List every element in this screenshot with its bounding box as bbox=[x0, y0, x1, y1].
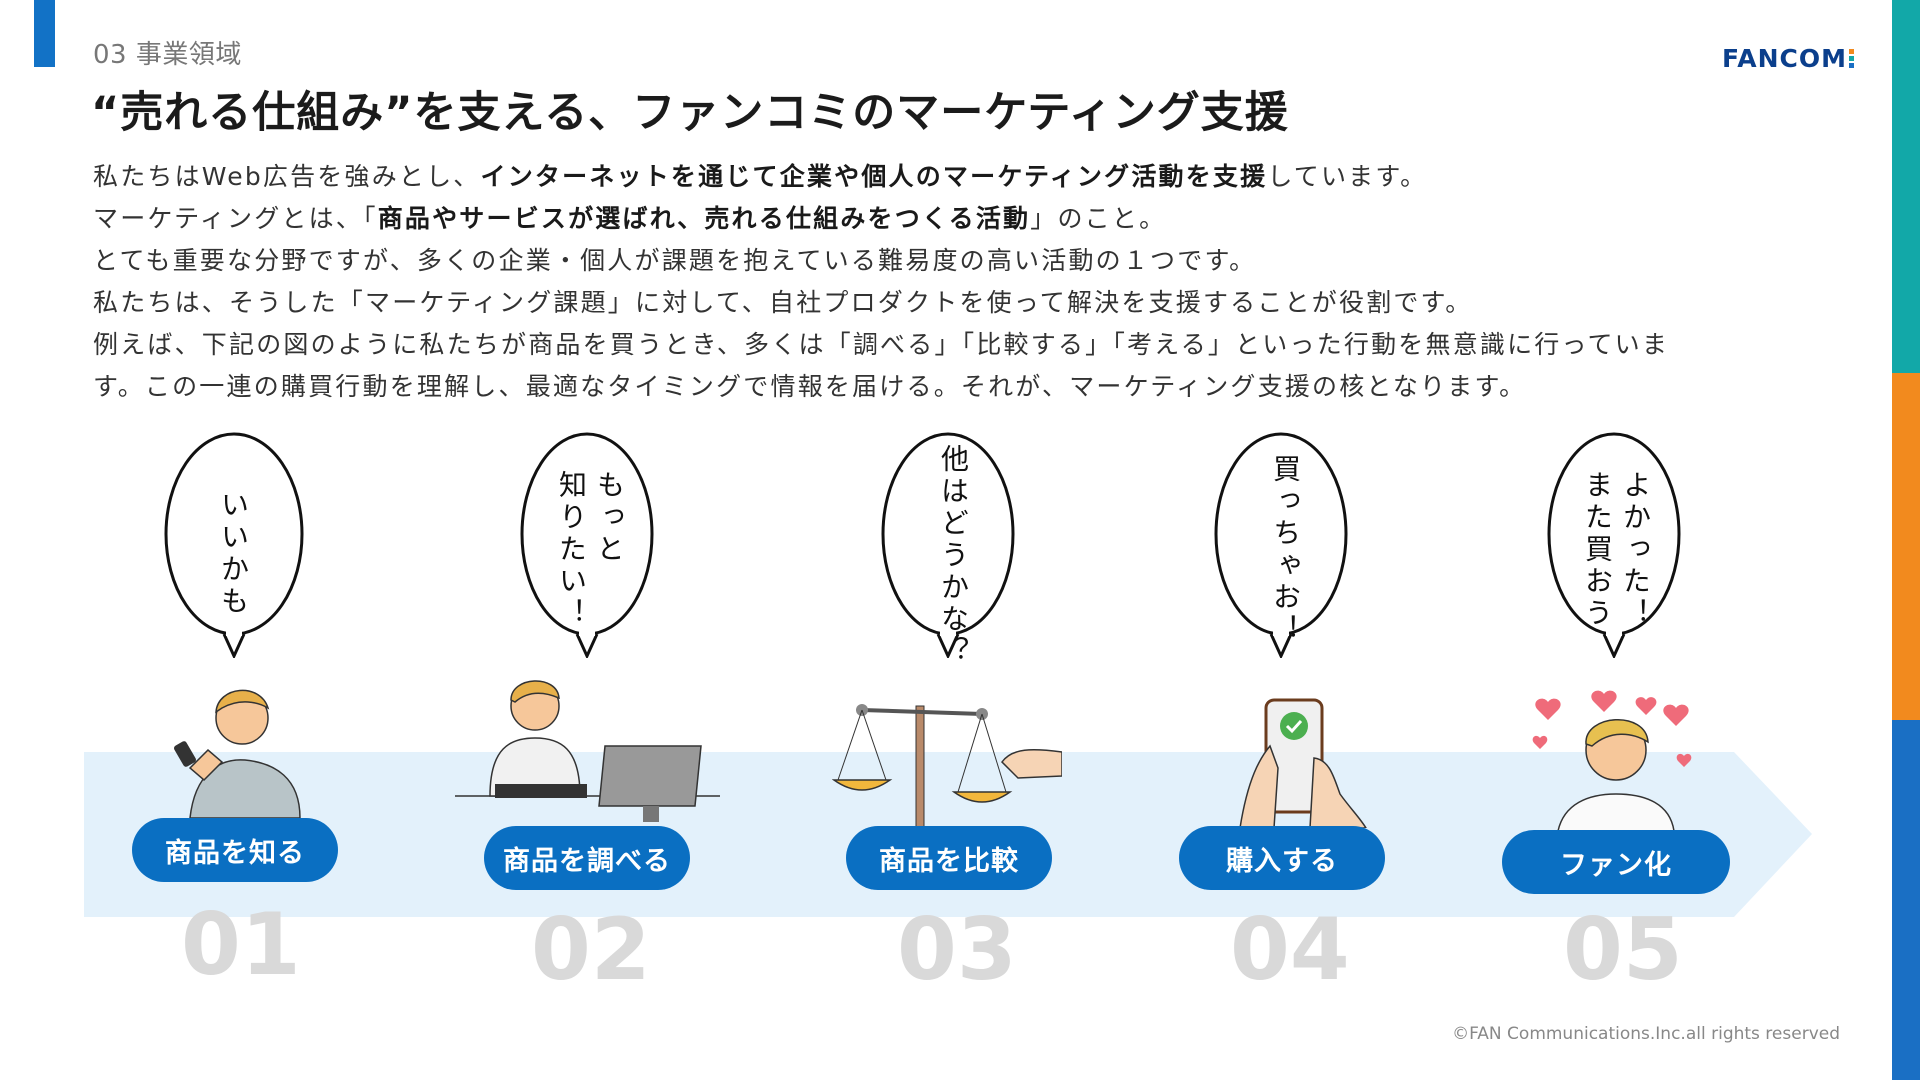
intro-line-1c: しています。 bbox=[1267, 162, 1428, 191]
step-number: 04 bbox=[1230, 900, 1350, 1000]
intro-line-1a: 私たちはWeb広告を強みとし、 bbox=[93, 162, 481, 191]
intro-text: 私たちはWeb広告を強みとし、インターネットを通じて企業や個人のマーケティング活… bbox=[93, 156, 1833, 408]
copyright: ©FAN Communications.Inc.all rights reser… bbox=[1452, 1024, 1840, 1044]
step-number: 03 bbox=[897, 900, 1017, 1000]
speech-bubble-text: 買っちゃお！ bbox=[1269, 454, 1302, 646]
intro-line-2-bold: 商品やサービスが選ばれ、売れる仕組みをつくる活動 bbox=[377, 204, 1031, 233]
step-label-badge: 商品を比較 bbox=[846, 826, 1052, 890]
person-computer-icon bbox=[455, 680, 720, 822]
step-number: 01 bbox=[181, 895, 301, 995]
speech-bubble-text: 他はどうかな？ bbox=[937, 444, 970, 668]
company-logo: FANCOM bbox=[1722, 44, 1854, 73]
speech-bubble-text: もっと 知りたい！ bbox=[555, 470, 626, 630]
intro-line-2c: 」のこと。 bbox=[1030, 204, 1167, 233]
person-phone-icon bbox=[174, 689, 301, 818]
side-stripe-teal bbox=[1892, 0, 1920, 373]
step-number: 02 bbox=[531, 900, 651, 1000]
logo-dots-icon bbox=[1849, 49, 1854, 68]
logo-text: FANCOM bbox=[1722, 44, 1847, 73]
speech-bubble-icon bbox=[881, 432, 1015, 658]
speech-bubble-text: いいかも bbox=[217, 490, 250, 618]
balance-scale-icon bbox=[832, 704, 1062, 829]
step-label-badge: 商品を調べる bbox=[484, 826, 690, 890]
intro-line-2: マーケティングとは、「商品やサービスが選ばれ、売れる仕組みをつくる活動」のこと。 bbox=[93, 198, 1833, 240]
accent-bar bbox=[34, 0, 55, 67]
page-title: “売れる仕組み”を支える、ファンコミのマーケティング支援 bbox=[91, 88, 1289, 138]
step-number: 05 bbox=[1563, 900, 1683, 1000]
section-label: 03 事業領域 bbox=[93, 40, 242, 70]
speech-bubble-icon bbox=[164, 432, 304, 658]
person-hearts-icon bbox=[1532, 690, 1692, 831]
intro-line-2a: マーケティングとは、「 bbox=[93, 204, 378, 233]
step-label-badge: 商品を知る bbox=[132, 818, 338, 882]
intro-line-4: 私たちは、そうした「マーケティング課題」に対して、自社プロダクトを使って解決を支… bbox=[93, 288, 1473, 317]
side-stripe-blue bbox=[1892, 720, 1920, 1080]
speech-bubble-icon bbox=[520, 432, 654, 658]
side-stripe-orange bbox=[1892, 373, 1920, 720]
intro-line-5: 例えば、下記の図のように私たちが商品を買うとき、多くは「調べる」「比較する」「考… bbox=[93, 330, 1670, 359]
speech-bubble-icon bbox=[1547, 432, 1681, 658]
step-label-badge: ファン化 bbox=[1502, 830, 1730, 894]
speech-bubble-icon bbox=[1214, 432, 1348, 658]
intro-line-6: す。この一連の購買行動を理解し、最適なタイミングで情報を届ける。それが、マーケテ… bbox=[93, 372, 1527, 401]
intro-line-1-bold: インターネットを通じて企業や個人のマーケティング活動を支援 bbox=[480, 162, 1268, 191]
hand-phone-check-icon bbox=[1239, 698, 1367, 828]
intro-line-1: 私たちはWeb広告を強みとし、インターネットを通じて企業や個人のマーケティング活… bbox=[93, 156, 1833, 198]
speech-bubble-text: よかった！ また買おう bbox=[1581, 470, 1652, 630]
step-label-badge: 購入する bbox=[1179, 826, 1385, 890]
intro-line-3: とても重要な分野ですが、多くの企業・個人が課題を抱えている難易度の高い活動の１つ… bbox=[93, 246, 1257, 275]
